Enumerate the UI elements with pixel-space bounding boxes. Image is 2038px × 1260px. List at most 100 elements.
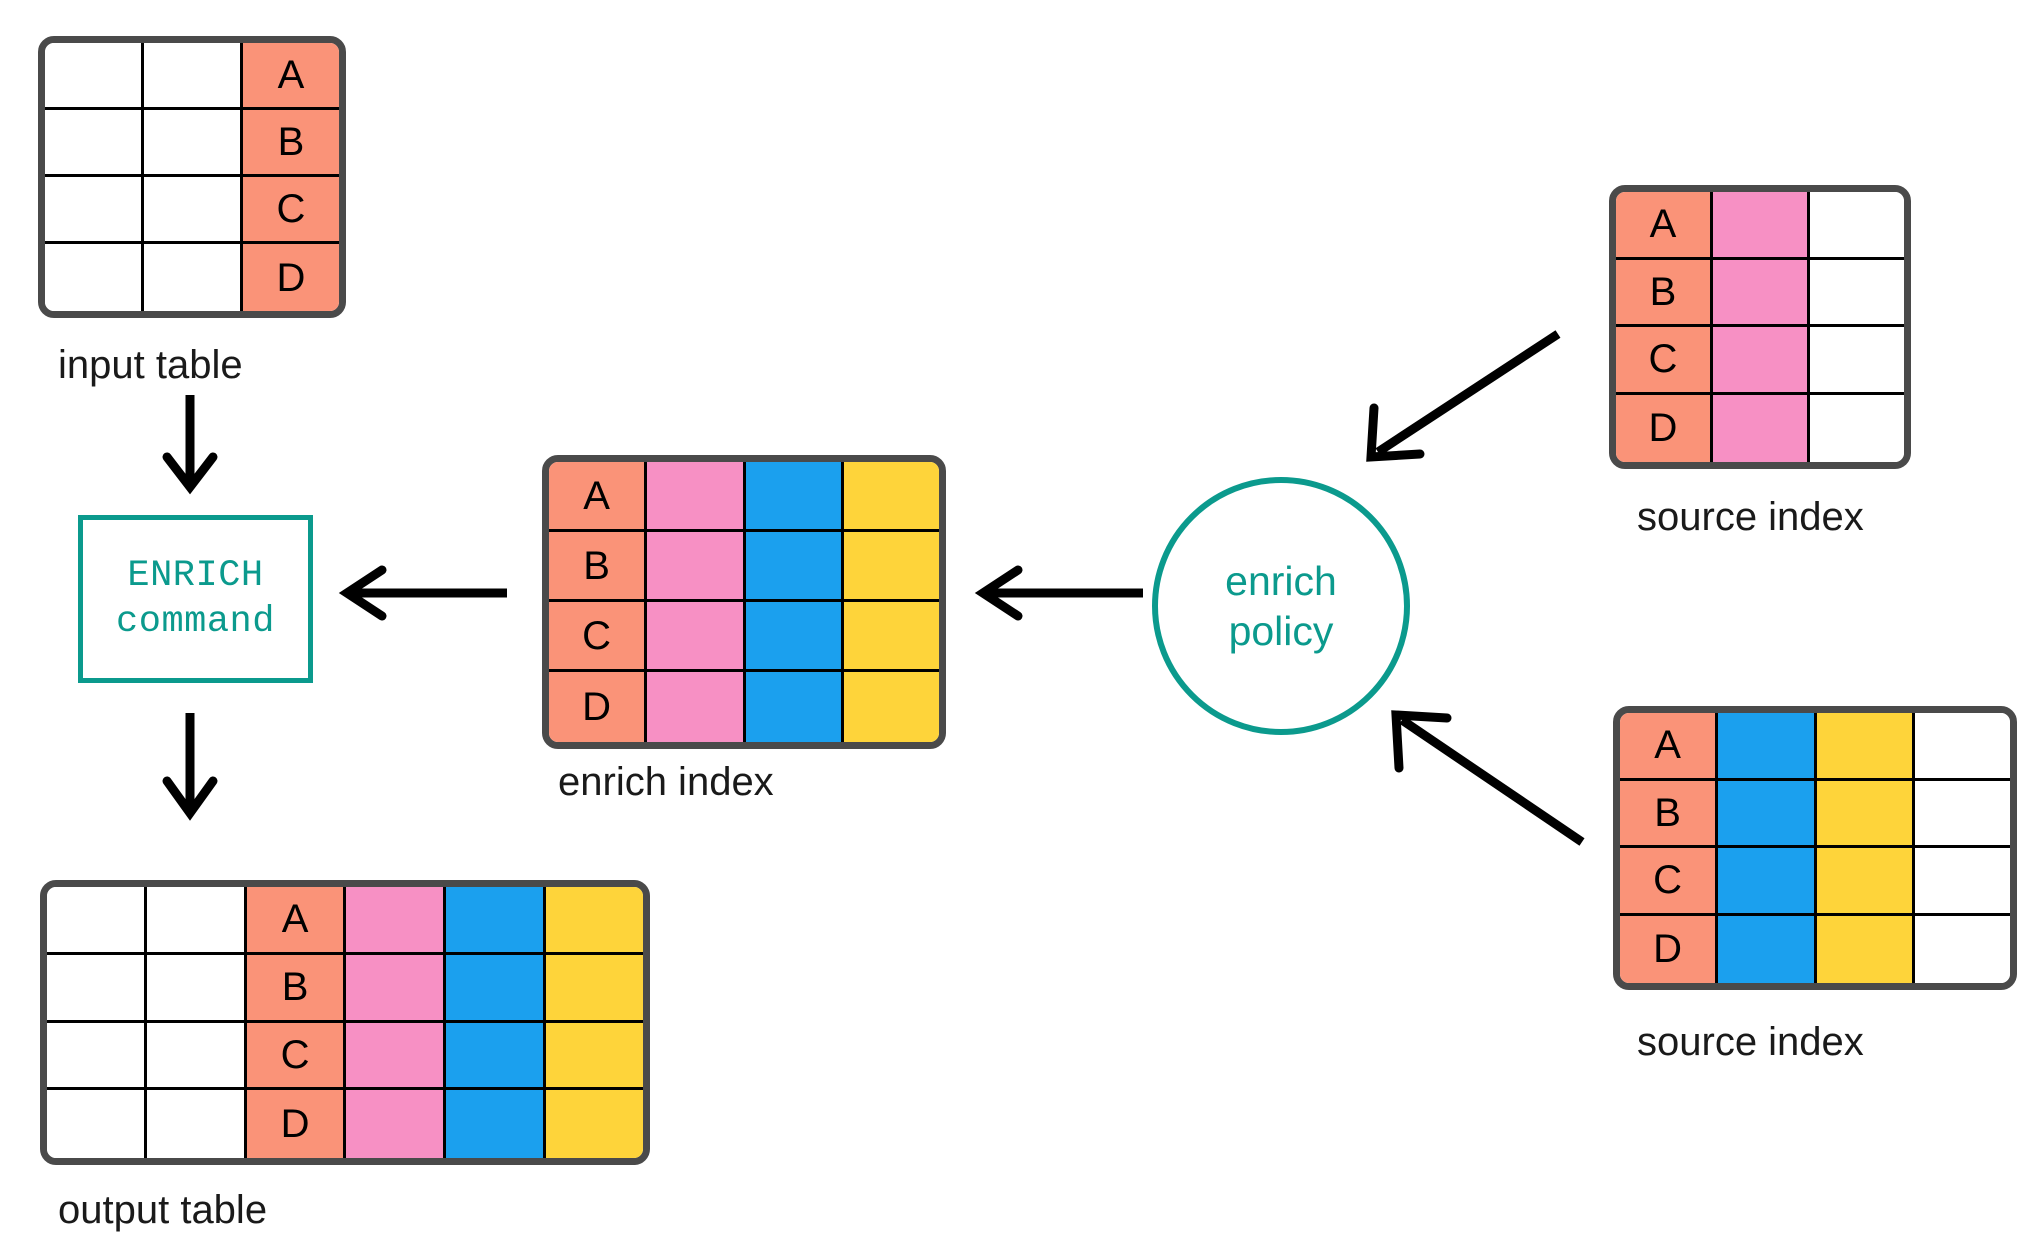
table-cell [647,532,746,602]
table-cell [45,244,144,311]
table-cell [843,672,939,742]
table-cell [1914,848,2010,916]
table-row: B [549,532,939,602]
table-cell: C [549,602,648,672]
table-cell [346,887,447,955]
table-cell [1810,394,1904,462]
table-row: D [549,672,939,742]
table-cell: D [549,672,648,742]
table-row: D [1620,915,2010,983]
table-cell: A [1620,713,1719,781]
table-cell [1718,713,1817,781]
table-row: B [45,110,339,177]
table-row: B [1616,259,1904,327]
table-cell [1713,327,1810,395]
table-cell [843,532,939,602]
table-cell [1810,327,1904,395]
table-row: C [549,602,939,672]
table-cell: C [246,1022,347,1091]
table-cell: C [1616,327,1713,395]
table-cell: C [1620,848,1719,916]
table-cell [1713,259,1810,327]
enrich-policy-circle[interactable]: enrich policy [1152,477,1410,735]
table-cell [144,177,243,244]
table-cell [1816,713,1915,781]
arrow-policy-to-enrichindex [974,565,1143,621]
table-cell: C [243,177,339,244]
enrich-command-line-2: command [116,601,275,643]
table-cell: B [1620,780,1719,848]
table-cell: B [243,110,339,177]
table-cell [843,602,939,672]
table-row: C [45,177,339,244]
arrow-command-to-output [162,713,218,821]
table-cell: A [1616,192,1713,260]
table-cell [47,954,147,1023]
table-cell [745,602,844,672]
table-cell [1914,713,2010,781]
table-row: C [1620,848,2010,916]
table-cell [146,887,247,955]
table-cell [144,110,243,177]
table-cell [1718,780,1817,848]
table-cell [1914,780,2010,848]
table-cell [446,1022,547,1091]
table-cell [146,1022,247,1091]
arrow-input-to-command [162,395,218,495]
table-cell [1810,259,1904,327]
table-cell [346,1090,447,1158]
table-cell [546,954,643,1023]
table-cell [1810,192,1904,260]
table-cell: A [246,887,347,955]
table-cell [446,1090,547,1158]
arrow-source-top-to-policy [1366,330,1561,462]
table-row: A [1616,192,1904,260]
table-cell [346,1022,447,1091]
enrich-policy-line-2: policy [1228,608,1334,654]
table-cell [843,462,939,532]
table-cell [546,1022,643,1091]
table-cell [45,43,144,110]
enrich-policy-line-1: enrich [1225,557,1337,604]
table-row: C [1616,327,1904,395]
table-cell: B [1616,259,1713,327]
table-cell [47,1022,147,1091]
table-cell [47,1090,147,1158]
table-row: A [45,43,339,110]
arrow-enrichindex-to-command [338,565,507,621]
table-cell [45,177,144,244]
table-cell: B [246,954,347,1023]
table-cell [647,672,746,742]
source-index-bottom-caption: source index [1637,1020,1864,1064]
table-row: D [47,1090,643,1158]
table-cell: D [246,1090,347,1158]
table-cell [546,887,643,955]
enrich-index-caption: enrich index [558,760,774,804]
arrow-source-bottom-to-policy [1391,710,1585,846]
table-cell: D [243,244,339,311]
table-cell [144,43,243,110]
table-row: A [1620,713,2010,781]
table-cell [546,1090,643,1158]
table-cell [146,1090,247,1158]
enrich-command-box[interactable]: ENRICH command [78,515,313,683]
table-row: D [1616,394,1904,462]
table-row: A [549,462,939,532]
table-cell [446,887,547,955]
table-cell: D [1620,915,1719,983]
table-cell [1816,848,1915,916]
table-cell [1713,394,1810,462]
table-cell [346,954,447,1023]
table-cell [1914,915,2010,983]
